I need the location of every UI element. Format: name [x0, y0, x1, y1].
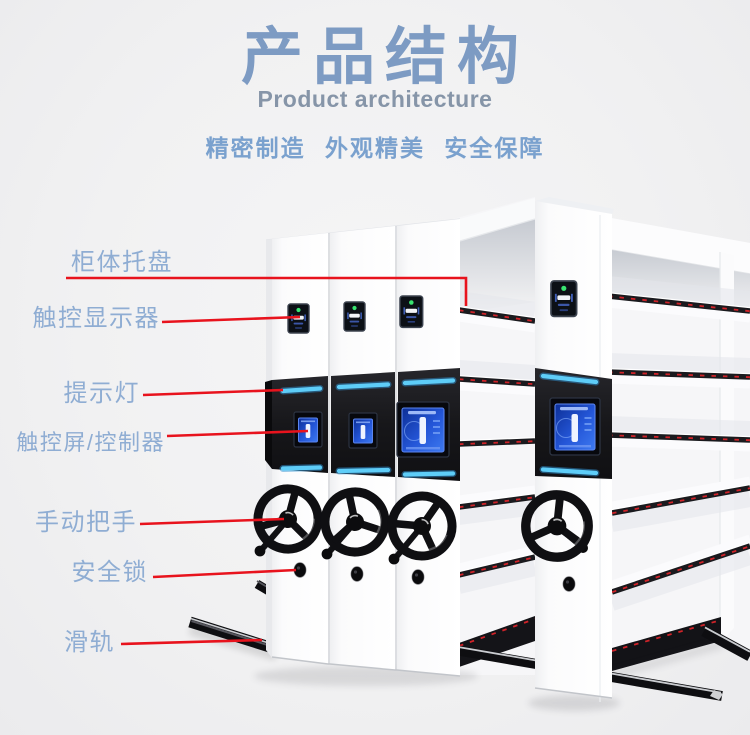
leader-line-cabinet-tray [66, 276, 468, 306]
leader-line-indicator-light [142, 388, 284, 397]
shelf-base [612, 617, 721, 671]
leader-line-touch-display [161, 315, 301, 324]
page-title: 产品结构 [240, 23, 529, 92]
control-band [265, 368, 460, 481]
label-hand-wheel: 手动把手 [35, 509, 137, 536]
cabinet-tray-shelves-middle [453, 197, 535, 675]
label-indicator-light: 提示灯 [63, 380, 140, 407]
label-cabinet-tray: 柜体托盘 [71, 249, 173, 276]
touch-screen-controller [549, 397, 601, 456]
touch-display [550, 280, 578, 318]
mobile-cabinet-group [251, 198, 536, 686]
shelf-edge [607, 292, 750, 595]
shelf-edge [458, 306, 535, 578]
leader-line-touch-screen-controller [166, 429, 309, 438]
page-subtitle: Product architecture [257, 86, 493, 112]
leader-line-hand-wheel [139, 517, 285, 526]
touch-screen-controller [293, 401, 450, 458]
label-touch-screen-controller: 触控屏/控制器 [16, 430, 165, 455]
leader-lines [66, 276, 468, 646]
cabinet-tray-shelves-right [599, 216, 750, 680]
leader-line-slide-rail [120, 638, 263, 646]
hand-wheel [523, 492, 592, 561]
leader-line-safety-lock [152, 568, 297, 579]
indicator-light-strip [279, 377, 457, 478]
right-end-column [523, 197, 620, 711]
indicator-light-strip [539, 372, 600, 477]
label-safety-lock: 安全锁 [71, 559, 148, 586]
tagline: 精密制造 外观精美 安全保障 [205, 135, 545, 161]
label-slide-rail: 滑轨 [64, 629, 115, 656]
safety-lock [562, 575, 576, 593]
label-touch-display: 触控显示器 [32, 305, 160, 332]
hand-wheel [251, 482, 464, 568]
